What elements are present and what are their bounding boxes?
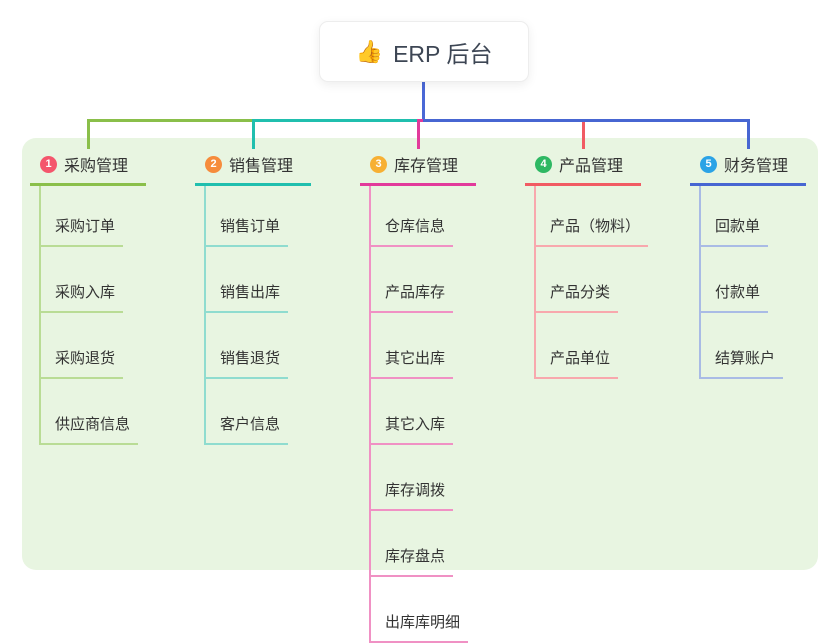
branch-item-label: 产品库存 (385, 284, 446, 301)
branch-item[interactable]: 产品库存 (369, 247, 454, 313)
branch-label: 财务管理 (724, 158, 789, 175)
branch-drop-line (86, 119, 90, 149)
branch-drop-line (746, 119, 750, 149)
branch-column: 1 采购管理 采购订单 采购入库 采购退货 供应商信息 (30, 150, 146, 445)
branch-item-label: 产品（物料） (550, 218, 641, 235)
branch-item-label: 客户信息 (220, 416, 281, 433)
branch-column: 5 财务管理 回款单 付款单 结算账户 (690, 150, 806, 379)
branch-item[interactable]: 其它出库 (369, 313, 454, 379)
bus-segment (423, 119, 748, 122)
bus-segment (418, 119, 423, 122)
branch-items: 采购订单 采购入库 采购退货 供应商信息 (39, 186, 146, 445)
branch-item-label: 采购退货 (55, 350, 116, 367)
branch-label: 销售管理 (229, 158, 294, 175)
root-label: ERP 后台 (393, 40, 493, 67)
branch-drop-line (251, 119, 255, 149)
branch-item[interactable]: 销售退货 (204, 313, 289, 379)
branch-item[interactable]: 其它入库 (369, 379, 454, 445)
branch-item-label: 产品分类 (550, 284, 611, 301)
branches-panel (22, 138, 818, 570)
branch-column: 4 产品管理 产品（物料） 产品分类 产品单位 (525, 150, 649, 379)
branch-number-badge: 2 (205, 155, 222, 173)
thumbs-up-icon: 👍 (355, 38, 384, 64)
branch-item[interactable]: 库存盘点 (369, 511, 454, 577)
branch-item[interactable]: 结算账户 (699, 313, 784, 379)
branch-item[interactable]: 回款单 (699, 186, 769, 247)
branch-item-label: 其它出库 (385, 350, 446, 367)
branch-item-label: 采购入库 (55, 284, 116, 301)
branch-item[interactable]: 库存调拨 (369, 445, 454, 511)
branch-header[interactable]: 2 销售管理 (195, 150, 311, 186)
branch-drop-line (581, 119, 585, 149)
root-connector-line (421, 80, 425, 121)
branch-label: 库存管理 (394, 158, 459, 175)
branch-item-label: 销售订单 (220, 218, 281, 235)
branch-header[interactable]: 3 库存管理 (360, 150, 476, 186)
branch-item-label: 出库库明细 (385, 614, 461, 631)
branch-number-badge: 5 (700, 155, 717, 173)
branch-drop-line (416, 119, 420, 149)
branch-item-label: 销售退货 (220, 350, 281, 367)
root-node[interactable]: 👍 ERP 后台 (319, 21, 529, 82)
branch-item-label: 供应商信息 (55, 416, 131, 433)
branch-item-label: 库存盘点 (385, 548, 446, 565)
branch-item[interactable]: 产品单位 (534, 313, 619, 379)
branch-items: 产品（物料） 产品分类 产品单位 (534, 186, 649, 379)
branch-number-badge: 4 (535, 155, 552, 173)
branch-item[interactable]: 采购订单 (39, 186, 124, 247)
branch-item[interactable]: 销售订单 (204, 186, 289, 247)
branch-item-label: 产品单位 (550, 350, 611, 367)
branch-number-badge: 3 (370, 155, 387, 173)
branch-item-label: 库存调拨 (385, 482, 446, 499)
branch-header[interactable]: 4 产品管理 (525, 150, 641, 186)
branch-number-badge: 1 (40, 155, 57, 173)
branch-item-label: 销售出库 (220, 284, 281, 301)
branch-label: 产品管理 (559, 158, 624, 175)
branch-column: 3 库存管理 仓库信息 产品库存 其它出库 其它入库 库存调拨 库存盘点 出库库… (360, 150, 476, 643)
branch-label: 采购管理 (64, 158, 129, 175)
branch-item-label: 结算账户 (715, 350, 776, 367)
branch-item[interactable]: 仓库信息 (369, 186, 454, 247)
branch-item[interactable]: 销售出库 (204, 247, 289, 313)
bus-segment (253, 119, 423, 122)
branch-item[interactable]: 采购退货 (39, 313, 124, 379)
branch-item[interactable]: 产品（物料） (534, 186, 649, 247)
branch-items: 仓库信息 产品库存 其它出库 其它入库 库存调拨 库存盘点 出库库明细 (369, 186, 476, 643)
branch-item[interactable]: 客户信息 (204, 379, 289, 445)
branch-item-label: 付款单 (715, 284, 761, 301)
branch-item[interactable]: 付款单 (699, 247, 769, 313)
branch-header[interactable]: 5 财务管理 (690, 150, 806, 186)
branch-items: 销售订单 销售出库 销售退货 客户信息 (204, 186, 311, 445)
branch-item[interactable]: 出库库明细 (369, 577, 469, 643)
branch-item-label: 采购订单 (55, 218, 116, 235)
branch-item-label: 回款单 (715, 218, 761, 235)
branch-column: 2 销售管理 销售订单 销售出库 销售退货 客户信息 (195, 150, 311, 445)
branch-item[interactable]: 供应商信息 (39, 379, 139, 445)
branch-header[interactable]: 1 采购管理 (30, 150, 146, 186)
branch-item[interactable]: 采购入库 (39, 247, 124, 313)
branch-item-label: 仓库信息 (385, 218, 446, 235)
branch-items: 回款单 付款单 结算账户 (699, 186, 806, 379)
branch-item-label: 其它入库 (385, 416, 446, 433)
branch-item[interactable]: 产品分类 (534, 247, 619, 313)
